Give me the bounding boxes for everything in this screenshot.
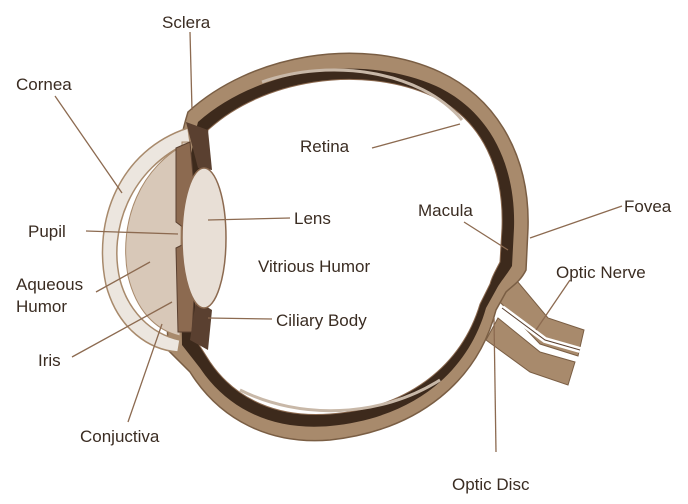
leader-sclera — [190, 32, 192, 110]
label-vitreous-humor: Vitrious Humor — [258, 257, 370, 276]
label-fovea: Fovea — [624, 197, 672, 216]
label-aqueous-line2: Humor — [16, 297, 67, 316]
label-retina: Retina — [300, 137, 350, 156]
label-conjunctiva: Conjuctiva — [80, 427, 160, 446]
label-ciliary-body: Ciliary Body — [276, 311, 367, 330]
label-cornea: Cornea — [16, 75, 72, 94]
label-optic-disc: Optic Disc — [452, 475, 530, 494]
label-optic-nerve: Optic Nerve — [556, 263, 646, 282]
label-aqueous-line1: Aqueous — [16, 275, 83, 294]
label-lens: Lens — [294, 209, 331, 228]
label-iris: Iris — [38, 351, 61, 370]
leader-fovea — [530, 206, 622, 238]
label-macula: Macula — [418, 201, 473, 220]
lens — [182, 168, 226, 308]
label-pupil: Pupil — [28, 222, 66, 241]
leader-cornea — [55, 96, 122, 193]
label-sclera: Sclera — [162, 13, 211, 32]
